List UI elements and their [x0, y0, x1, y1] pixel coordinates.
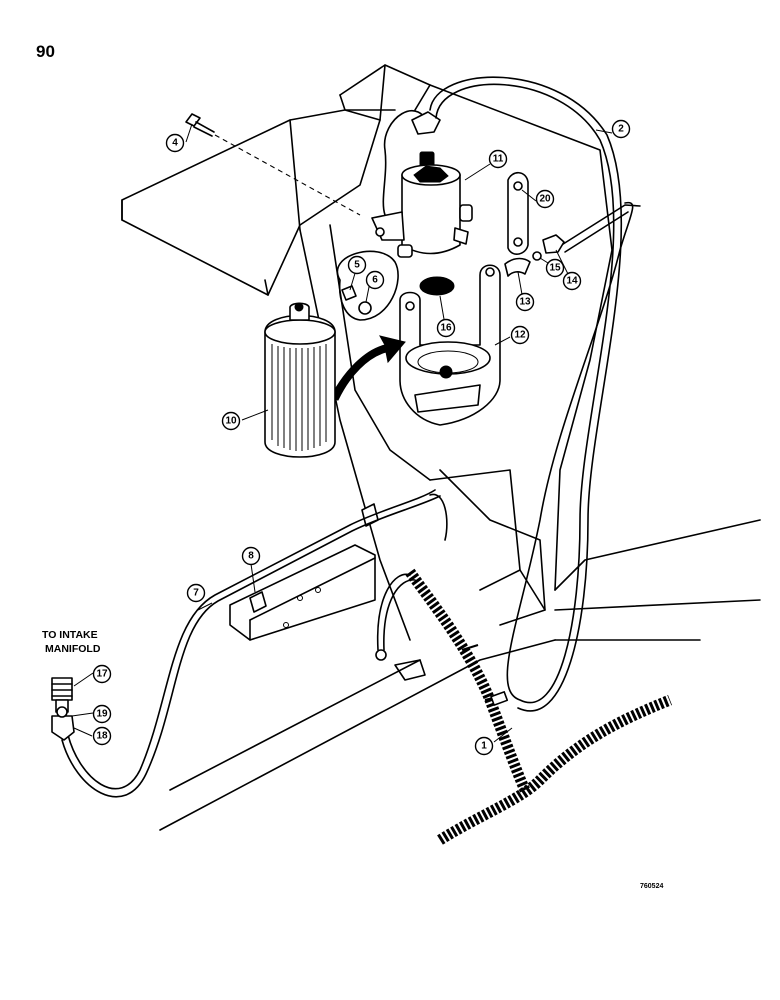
svg-text:1: 1: [481, 741, 487, 752]
svg-text:6: 6: [372, 275, 378, 286]
canister-bracket: [399, 264, 501, 426]
callout-2: 2: [611, 119, 631, 139]
svg-text:7: 7: [193, 588, 199, 599]
mounting-plate: [121, 109, 381, 296]
svg-text:19: 19: [96, 709, 108, 720]
svg-text:13: 13: [519, 297, 531, 308]
svg-text:10: 10: [225, 416, 237, 427]
alignment-line: [214, 134, 361, 216]
install-arrow: [329, 335, 406, 401]
svg-text:4: 4: [172, 138, 178, 149]
intake-fittings: [51, 677, 75, 741]
callout-4: 4: [165, 133, 185, 153]
svg-text:17: 17: [96, 669, 108, 680]
callout-13: 13: [515, 292, 535, 312]
intake-label-line2: MANIFOLD: [45, 643, 101, 655]
callout-19: 19: [92, 704, 112, 724]
callout-17: 17: [92, 664, 112, 684]
machine-frame: [159, 64, 761, 831]
tube-line: [61, 489, 448, 798]
clamp-hardware: [336, 250, 399, 321]
cable: [382, 109, 431, 216]
callout-5: 5: [347, 255, 367, 275]
fittings: [504, 204, 641, 277]
callout-11: 11: [488, 149, 508, 169]
callout-14: 14: [562, 271, 582, 291]
svg-text:15: 15: [549, 263, 561, 274]
svg-text:12: 12: [514, 330, 526, 341]
ground-cable: [375, 573, 416, 661]
svg-text:16: 16: [440, 323, 452, 334]
gasket: [419, 276, 455, 296]
drawing-code: 760524: [640, 883, 663, 890]
primer-valve: [371, 151, 473, 258]
svg-text:11: 11: [493, 154, 504, 165]
bracket-plate: [507, 171, 529, 255]
connector: [411, 111, 441, 135]
callout-16: 16: [436, 318, 456, 338]
page-number: 90: [36, 42, 55, 61]
callout-20: 20: [535, 189, 555, 209]
svg-text:5: 5: [354, 260, 360, 271]
callout-8: 8: [241, 546, 261, 566]
svg-text:14: 14: [566, 276, 578, 287]
tube-line: [429, 76, 634, 712]
intake-label-line1: TO INTAKE: [42, 629, 98, 641]
svg-text:20: 20: [539, 194, 551, 205]
callout-15: 15: [545, 258, 565, 278]
callout-10: 10: [221, 411, 241, 431]
bolt: [185, 113, 215, 137]
callout-12: 12: [510, 325, 530, 345]
svg-text:2: 2: [618, 124, 624, 135]
wiring-harness: [405, 568, 673, 845]
callout-7: 7: [186, 583, 206, 603]
ether-canister: [264, 302, 336, 458]
callout-18: 18: [92, 726, 112, 746]
svg-text:18: 18: [96, 731, 108, 742]
svg-text:8: 8: [248, 551, 254, 562]
callout-6: 6: [365, 270, 385, 290]
callout-1: 1: [474, 736, 494, 756]
